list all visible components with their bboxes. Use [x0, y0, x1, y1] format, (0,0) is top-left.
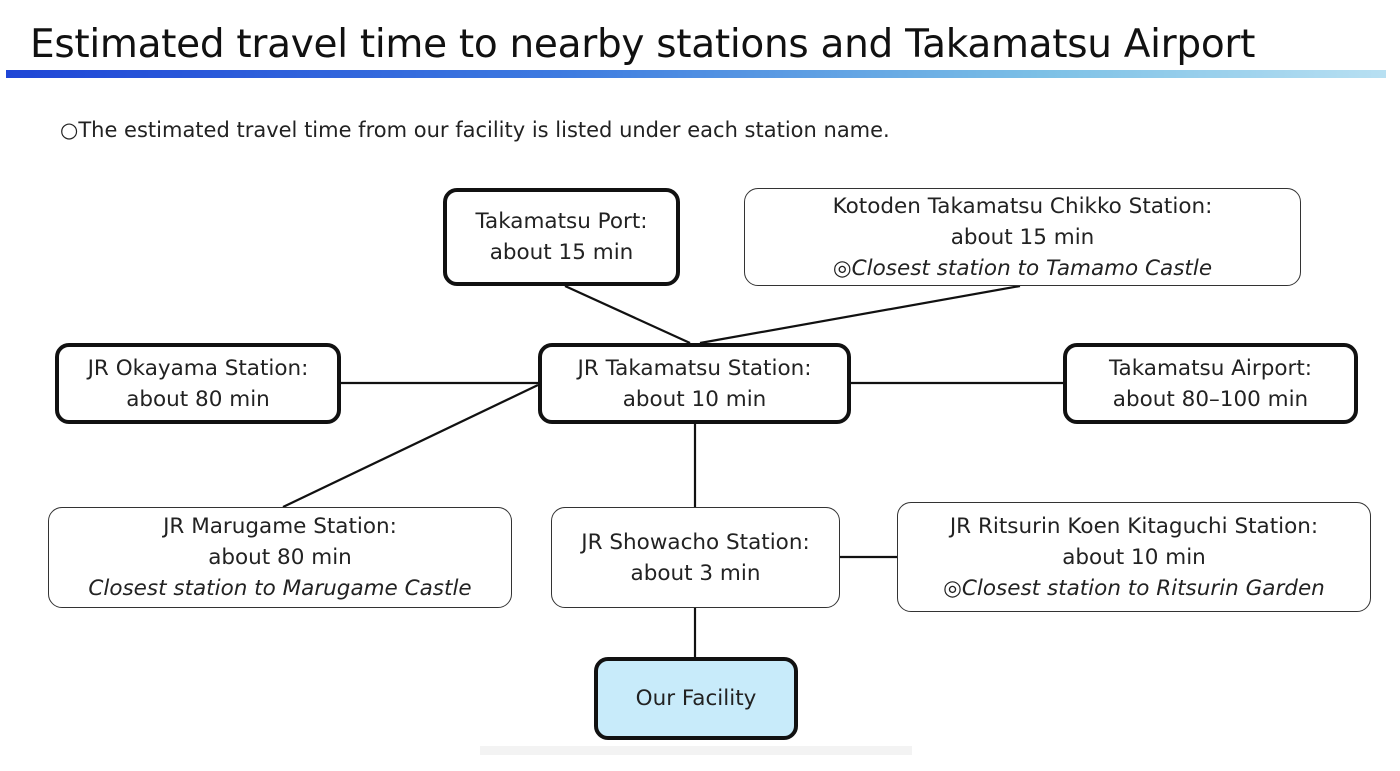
node-name: JR Marugame Station:: [163, 514, 397, 539]
line-marugame-takamatsu: [282, 384, 539, 508]
node-jr-okayama: JR Okayama Station: about 80 min: [55, 343, 341, 424]
node-our-facility: Our Facility: [594, 657, 798, 740]
node-time: about 10 min: [622, 386, 767, 412]
node-remark: ◎Closest station to Ritsurin Garden: [943, 575, 1325, 601]
node-time: about 3 min: [630, 560, 761, 586]
note-text: ○The estimated travel time from our faci…: [60, 118, 890, 142]
node-time: about 80 min: [208, 545, 352, 570]
bottom-strip: [480, 746, 912, 755]
node-name: Kotoden Takamatsu Chikko Station:: [832, 193, 1213, 219]
node-remark: ◎Closest station to Tamamo Castle: [832, 255, 1213, 281]
node-takamatsu-port: Takamatsu Port: about 15 min: [443, 188, 680, 286]
node-name: JR Okayama Station:: [87, 355, 309, 381]
node-jr-takamatsu: JR Takamatsu Station: about 10 min: [538, 343, 851, 424]
node-time: about 80–100 min: [1112, 386, 1309, 412]
node-name: JR Takamatsu Station:: [577, 355, 812, 381]
node-time: about 10 min: [1062, 544, 1206, 570]
node-name: Takamatsu Airport:: [1108, 355, 1313, 381]
node-name: Takamatsu Port:: [475, 209, 648, 234]
line-kotoden-takamatsu: [699, 284, 1021, 345]
node-time: about 80 min: [126, 386, 270, 412]
node-time: about 15 min: [489, 240, 634, 265]
node-takamatsu-airport: Takamatsu Airport: about 80–100 min: [1063, 343, 1358, 424]
node-jr-showacho: JR Showacho Station: about 3 min: [551, 507, 840, 608]
line-port-takamatsu: [564, 284, 691, 345]
node-name: JR Showacho Station:: [581, 529, 810, 555]
node-kotoden-chikko: Kotoden Takamatsu Chikko Station: about …: [744, 188, 1301, 286]
node-jr-marugame: JR Marugame Station: about 80 min Closes…: [48, 507, 512, 608]
title-underline: [6, 70, 1386, 78]
node-jr-ritsurin-koen-kitaguchi: JR Ritsurin Koen Kitaguchi Station: abou…: [897, 502, 1371, 612]
node-name: Our Facility: [635, 686, 757, 711]
node-name: JR Ritsurin Koen Kitaguchi Station:: [949, 513, 1319, 539]
page-title: Estimated travel time to nearby stations…: [30, 22, 1256, 67]
node-remark: Closest station to Marugame Castle: [88, 576, 472, 601]
node-time: about 15 min: [950, 224, 1095, 250]
